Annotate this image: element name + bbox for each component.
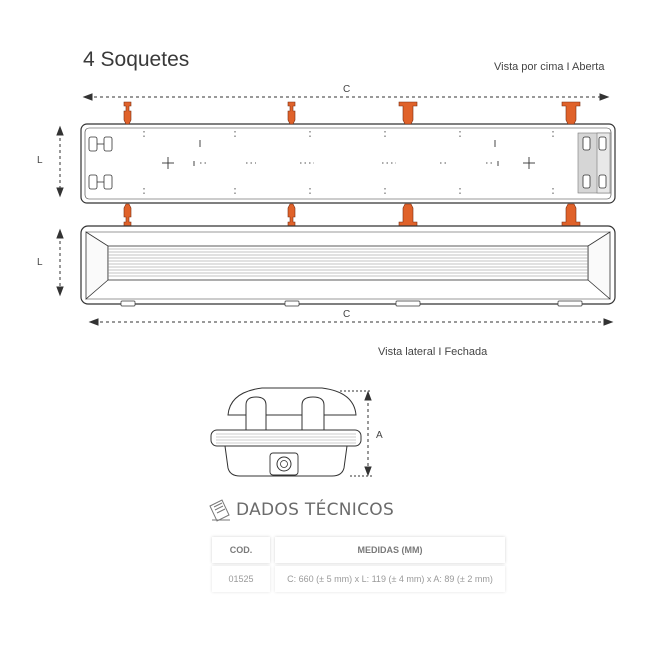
side-view-body	[80, 225, 616, 305]
table-header-measures-text: MEDIDAS (MM)	[357, 545, 423, 555]
top-view-caption: Vista por cima I Aberta	[494, 61, 605, 73]
side-width-dimension	[56, 228, 64, 297]
socket-top-2	[287, 101, 296, 125]
table-header-code-text: COD.	[229, 545, 253, 555]
socket-top-1	[123, 101, 132, 125]
document-pencil-icon	[209, 499, 230, 522]
top-width-dimension	[56, 125, 64, 198]
side-length-dimension	[88, 318, 614, 326]
top-width-label: L	[37, 155, 43, 166]
left-connector-block	[88, 136, 113, 190]
table-header-code: COD.	[212, 537, 270, 563]
tech-data-title: DADOS TÉCNICOS	[236, 500, 395, 520]
table-cell-code-text: 01525	[228, 574, 254, 584]
side-width-label: L	[37, 257, 43, 268]
socket-top-3	[398, 101, 418, 125]
socket-bottom-4	[561, 203, 581, 227]
top-length-dimension	[82, 93, 610, 101]
dotted-guides	[143, 131, 554, 195]
socket-top-4	[561, 101, 581, 125]
table-cell-measures-text: C: 660 (± 5 mm) x L: 119 (± 4 mm) x A: 8…	[287, 574, 493, 584]
end-view-body	[210, 387, 362, 477]
socket-bottom-1	[123, 203, 132, 227]
end-height-label: A	[376, 430, 383, 441]
table-cell-measures: C: 660 (± 5 mm) x L: 119 (± 4 mm) x A: 8…	[275, 566, 505, 592]
top-view-body	[80, 123, 616, 204]
end-height-dimension	[340, 390, 372, 477]
right-connector-block	[577, 132, 612, 194]
socket-bottom-2	[287, 203, 296, 227]
table-header-measures: MEDIDAS (MM)	[275, 537, 505, 563]
socket-bottom-3	[398, 203, 418, 227]
page-title: 4 Soquetes	[83, 48, 190, 71]
side-view-caption: Vista lateral I Fechada	[378, 346, 488, 358]
side-length-label: C	[343, 309, 350, 320]
mount-marks	[162, 140, 535, 169]
top-length-label: C	[343, 84, 350, 95]
diffuser-ribs	[108, 248, 588, 277]
side-clips	[120, 300, 583, 307]
table-cell-code: 01525	[212, 566, 270, 592]
